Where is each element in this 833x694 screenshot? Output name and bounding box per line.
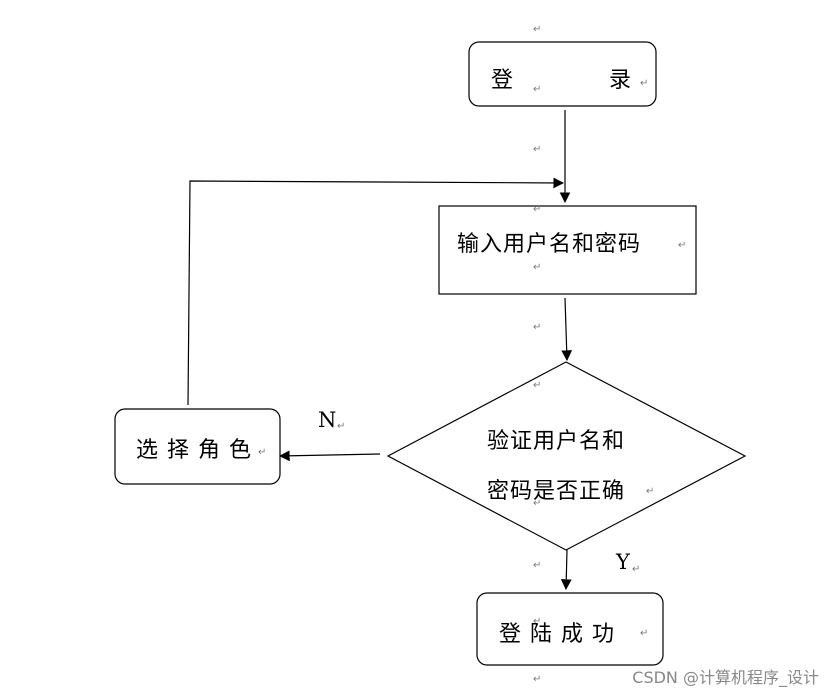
- login-success-node-label: 登 陆 成 功: [499, 622, 615, 647]
- paragraph-mark: ↵: [533, 204, 542, 215]
- edge-label-yes: Y: [616, 550, 631, 574]
- input-credentials-node-box: [438, 205, 697, 295]
- paragraph-mark: ↵: [533, 560, 542, 571]
- select-role-node-box: [114, 408, 281, 485]
- edge-verify-to-success: [560, 549, 572, 591]
- paragraph-mark: ↵: [533, 674, 542, 685]
- edge-label-no: N: [318, 408, 338, 432]
- paragraph-mark: ↵: [678, 240, 687, 251]
- login-node-label-char1: 登: [491, 68, 515, 93]
- login-node-label-char2: 录: [609, 68, 633, 93]
- paragraph-mark: ↵: [533, 262, 542, 273]
- verify-decision-diamond: [386, 361, 747, 551]
- paragraph-mark: ↵: [640, 628, 649, 639]
- paragraph-mark: ↵: [533, 498, 542, 509]
- paragraph-mark: ↵: [337, 421, 346, 432]
- edge-input-to-verify: [561, 297, 573, 362]
- verify-node-label-line2: 密码是否正确: [487, 479, 626, 504]
- verify-node-label-line1: 验证用户名和: [487, 429, 626, 454]
- edge-select-role-loop-back: [187, 177, 565, 406]
- edge-verify-to-select-role: [278, 450, 381, 462]
- paragraph-mark: ↵: [632, 564, 641, 575]
- paragraph-mark: ↵: [533, 24, 542, 35]
- paragraph-mark: ↵: [533, 144, 542, 155]
- paragraph-mark: ↵: [533, 380, 542, 391]
- paragraph-mark: ↵: [258, 447, 267, 458]
- paragraph-mark: ↵: [533, 84, 542, 95]
- login-success-node-box: [476, 592, 664, 666]
- paragraph-mark: ↵: [533, 322, 542, 333]
- login-node-box: [468, 41, 657, 107]
- select-role-node-label: 选 择 角 色: [136, 438, 252, 463]
- paragraph-mark: ↵: [646, 486, 655, 497]
- input-credentials-node-label: 输入用户名和密码: [457, 232, 642, 257]
- paragraph-mark: ↵: [640, 78, 649, 89]
- watermark: CSDN @计算机程序_设计: [632, 668, 819, 687]
- paragraph-mark: ↵: [533, 616, 542, 627]
